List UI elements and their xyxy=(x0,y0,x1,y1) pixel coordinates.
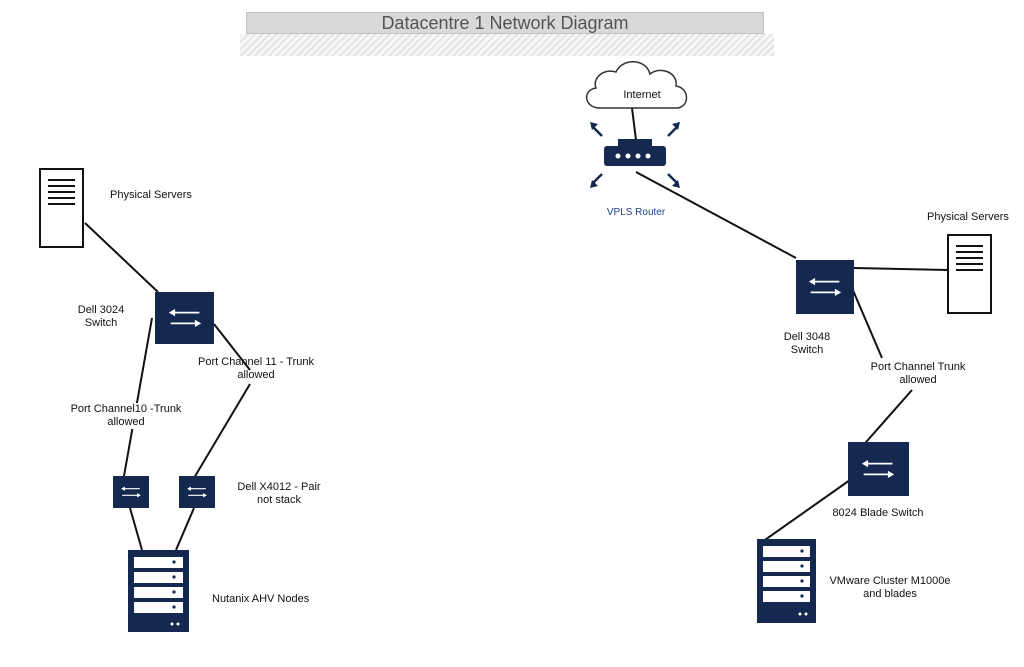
switch-icon xyxy=(179,476,215,508)
switch-icon xyxy=(155,292,214,344)
port-channel-trunk-label: Port Channel Trunk allowed xyxy=(856,361,980,387)
blade-switch-label: 8024 Blade Switch xyxy=(832,507,924,519)
link-router-3048 xyxy=(635,171,797,259)
rack-icon xyxy=(128,550,189,632)
dell-x4012-label: Dell X4012 - Pair not stack xyxy=(224,481,334,507)
switch-icon xyxy=(848,442,909,496)
vmware-line1: VMware Cluster M1000e xyxy=(829,575,951,587)
dell-3048-label: Dell 3048 Switch xyxy=(762,331,852,357)
port-channel-11-line2: allowed xyxy=(237,369,275,381)
link-8024-vmware xyxy=(761,479,851,543)
vmware-cluster-label: VMware Cluster M1000e and blades xyxy=(820,575,960,601)
internet-label: Internet xyxy=(623,89,661,101)
rack-icon xyxy=(757,539,816,623)
port-channel-10-label: Port Channel10 -Trunk allowed xyxy=(56,403,196,429)
title-shadow xyxy=(240,34,774,56)
connections xyxy=(84,107,949,551)
link-3024-x4012b xyxy=(213,323,251,371)
link-pc11-x4012b xyxy=(193,383,251,479)
physical-servers-left-label: Physical Servers xyxy=(110,189,192,201)
link-3024-x4012a xyxy=(123,317,153,477)
physical-servers-right-label: Physical Servers xyxy=(927,211,1009,223)
port-channel-11-line1: Port Channel 11 - Trunk xyxy=(198,356,314,368)
dell-3024-line1: Dell 3024 xyxy=(77,304,125,316)
server-icon xyxy=(947,234,992,314)
diagram-title: Datacentre 1 Network Diagram xyxy=(246,12,764,34)
dell-x4012-line2: not stack xyxy=(256,494,302,506)
dell-3024-label: Dell 3024 Switch xyxy=(56,304,146,330)
dell-3048-line2: Switch xyxy=(790,344,824,356)
port-channel-trunk-line2: allowed xyxy=(899,374,937,386)
router-icon xyxy=(590,122,680,188)
vpls-router-label: VPLS Router xyxy=(606,207,666,218)
link-internet-router xyxy=(631,107,637,141)
link-x4012a-nutanix xyxy=(129,507,143,551)
link-3048-pctrunk xyxy=(851,287,883,359)
dell-x4012-line1: Dell X4012 - Pair xyxy=(237,481,321,493)
dell-3024-line2: Switch xyxy=(84,317,118,329)
vmware-line2: and blades xyxy=(863,588,917,600)
link-x4012b-nutanix xyxy=(175,507,195,551)
server-icon xyxy=(39,168,84,248)
switch-icon xyxy=(796,260,854,314)
port-channel-11-label: Port Channel 11 - Trunk allowed xyxy=(186,356,326,382)
port-channel-10-line1: Port Channel10 -Trunk xyxy=(70,403,182,415)
link-3048-right-server xyxy=(853,267,949,271)
nutanix-label: Nutanix AHV Nodes xyxy=(212,593,310,605)
switch-icon xyxy=(113,476,149,508)
dell-3048-line1: Dell 3048 xyxy=(783,331,831,343)
cloud-icon xyxy=(586,61,688,109)
port-channel-10-line2: allowed xyxy=(107,416,145,428)
port-channel-trunk-line1: Port Channel Trunk xyxy=(870,361,966,373)
link-left-server-3024 xyxy=(84,222,159,293)
